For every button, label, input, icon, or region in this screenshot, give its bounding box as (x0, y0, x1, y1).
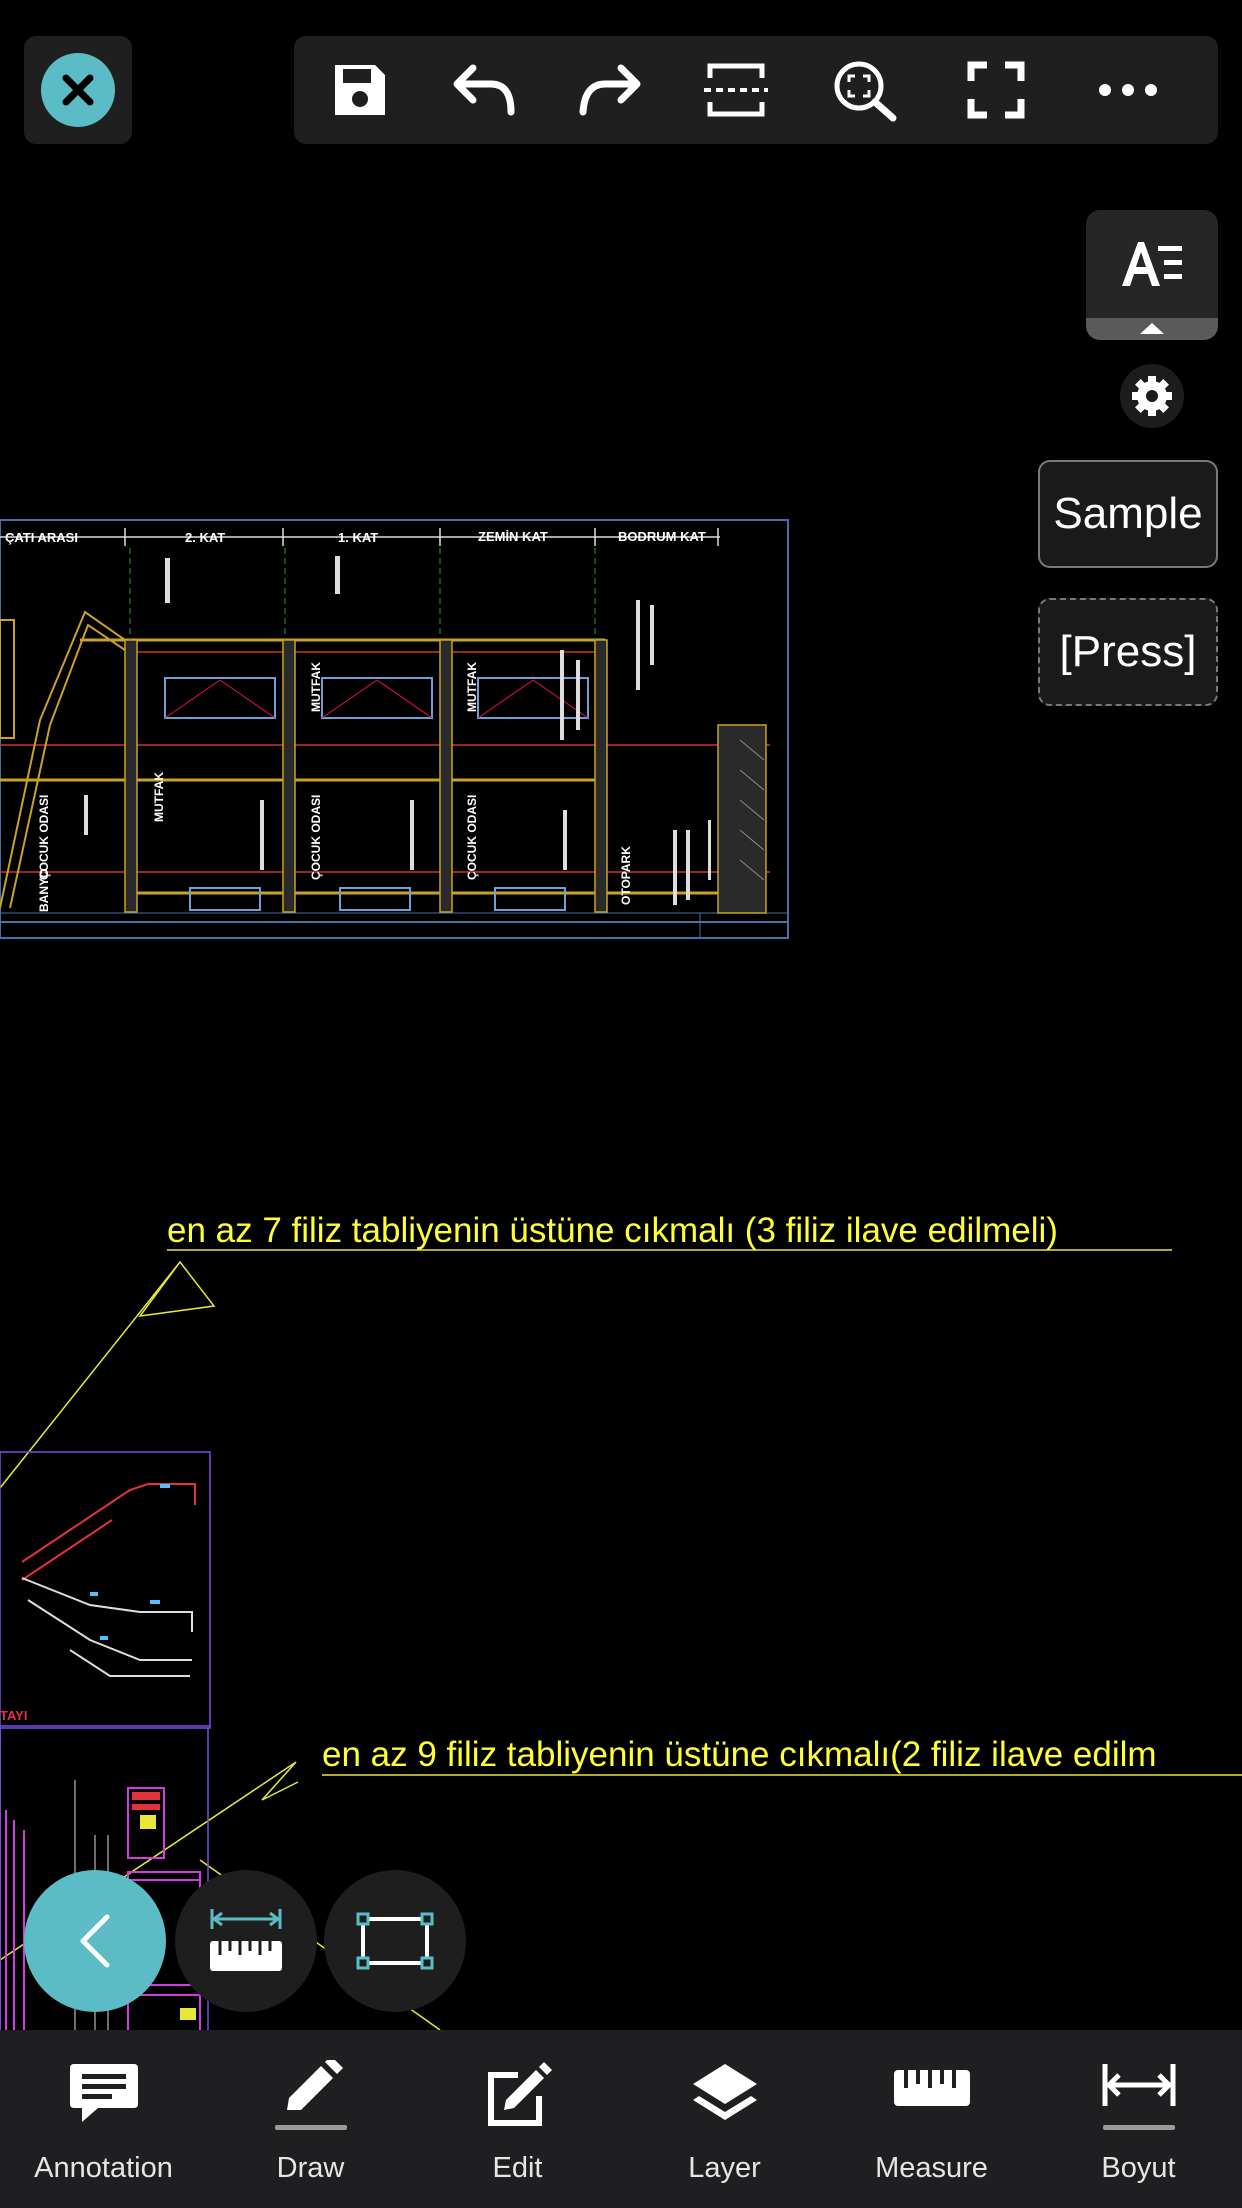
section-label-zemin: ZEMİN KAT (478, 529, 548, 544)
dimension-icon (1102, 2064, 1175, 2106)
layers-icon (692, 2064, 757, 2120)
section-label-cati: ÇATI ARASI (5, 530, 78, 545)
svg-text:MUTFAK: MUTFAK (309, 662, 323, 712)
svg-text:OTOPARK: OTOPARK (619, 846, 633, 905)
bottom-navigation: Annotation Draw Edit (0, 2030, 1242, 2208)
ruler-icon (893, 2070, 970, 2106)
section-icon (704, 63, 768, 117)
section-label-1kat: 1. KAT (338, 530, 378, 545)
stair-detail: TAYI (0, 1451, 211, 1729)
settings-button[interactable] (1120, 364, 1184, 428)
nav-edit[interactable]: Edit (414, 2030, 621, 2208)
svg-text:ÇOCUK ODASI: ÇOCUK ODASI (37, 795, 51, 880)
comment-icon (69, 2064, 138, 2122)
pencil-icon (286, 2060, 343, 2110)
nav-draw[interactable]: Draw (207, 2030, 414, 2208)
ruler-icon (210, 1909, 282, 1971)
detail-label: TAYI (0, 1708, 27, 1723)
cad-drawing-canvas[interactable]: ÇATI ARASI 2. KAT 1. KAT ZEMİN KAT BODRU… (0, 0, 1242, 2030)
back-fab[interactable] (24, 1870, 166, 2012)
measure-distance-fab[interactable] (175, 1870, 317, 2012)
section-label-bodrum: BODRUM KAT (618, 529, 706, 544)
section-drawing: ÇATI ARASI 2. KAT 1. KAT ZEMİN KAT BODRU… (0, 519, 789, 939)
nav-label-measure: Measure (875, 2152, 988, 2184)
rectangle-select-fab[interactable] (324, 1870, 466, 2012)
boyut-underline (1102, 2125, 1175, 2130)
save-icon (335, 65, 385, 115)
svg-text:ÇOCUK ODASI: ÇOCUK ODASI (309, 795, 323, 880)
draw-underline (274, 2125, 347, 2130)
close-icon (62, 74, 94, 106)
nav-label-layer: Layer (688, 2152, 761, 2184)
svg-text:BANYO: BANYO (37, 869, 51, 912)
annotation-leader-1 (0, 1249, 1172, 1489)
press-button[interactable]: [Press] (1038, 598, 1218, 706)
redo-button[interactable] (544, 36, 676, 144)
sample-button[interactable]: Sample (1038, 460, 1218, 568)
chevron-left-icon (80, 1914, 110, 1968)
nav-annotation[interactable]: Annotation (0, 2030, 207, 2208)
nav-boyut[interactable]: Boyut (1035, 2030, 1242, 2208)
nav-label-boyut: Boyut (1101, 2152, 1176, 2184)
svg-text:MUTFAK: MUTFAK (465, 662, 479, 712)
close-button-container (24, 36, 132, 144)
text-style-panel[interactable] (1086, 210, 1218, 340)
fullscreen-icon (967, 61, 1025, 119)
zoom-region-button[interactable] (800, 36, 932, 144)
panel-toggle-bar[interactable] (1086, 318, 1218, 340)
redo-icon (579, 64, 641, 116)
nav-label-annotation: Annotation (34, 2152, 173, 2184)
annotation-leader-2 (0, 1761, 1242, 2030)
nav-label-edit: Edit (492, 2152, 543, 2184)
nav-measure[interactable]: Measure (828, 2030, 1035, 2208)
top-toolbar (294, 36, 1218, 144)
section-button[interactable] (670, 36, 802, 144)
undo-button[interactable] (418, 36, 550, 144)
rectangle-select-icon (356, 1912, 434, 1970)
nav-label-draw: Draw (276, 2152, 345, 2184)
section-label-2kat: 2. KAT (185, 530, 225, 545)
save-button[interactable] (294, 36, 426, 144)
more-button[interactable] (1062, 36, 1194, 144)
undo-icon (453, 64, 515, 116)
zoom-region-icon (834, 61, 897, 122)
chevron-up-icon (1140, 323, 1164, 334)
nav-layer[interactable]: Layer (621, 2030, 828, 2208)
annotation-text-2[interactable]: en az 9 filiz tabliyenin üstüne cıkmalı(… (322, 1735, 1157, 1774)
text-style-icon (1122, 242, 1182, 286)
annotation-text-1[interactable]: en az 7 filiz tabliyenin üstüne cıkmalı … (167, 1211, 1058, 1250)
gear-icon (1132, 376, 1172, 416)
svg-text:ÇOCUK ODASI: ÇOCUK ODASI (465, 795, 479, 880)
close-button[interactable] (41, 53, 115, 127)
edit-icon (487, 2062, 552, 2126)
svg-text:MUTFAK: MUTFAK (152, 772, 166, 822)
fullscreen-button[interactable] (930, 36, 1062, 144)
more-icon (1099, 84, 1157, 96)
